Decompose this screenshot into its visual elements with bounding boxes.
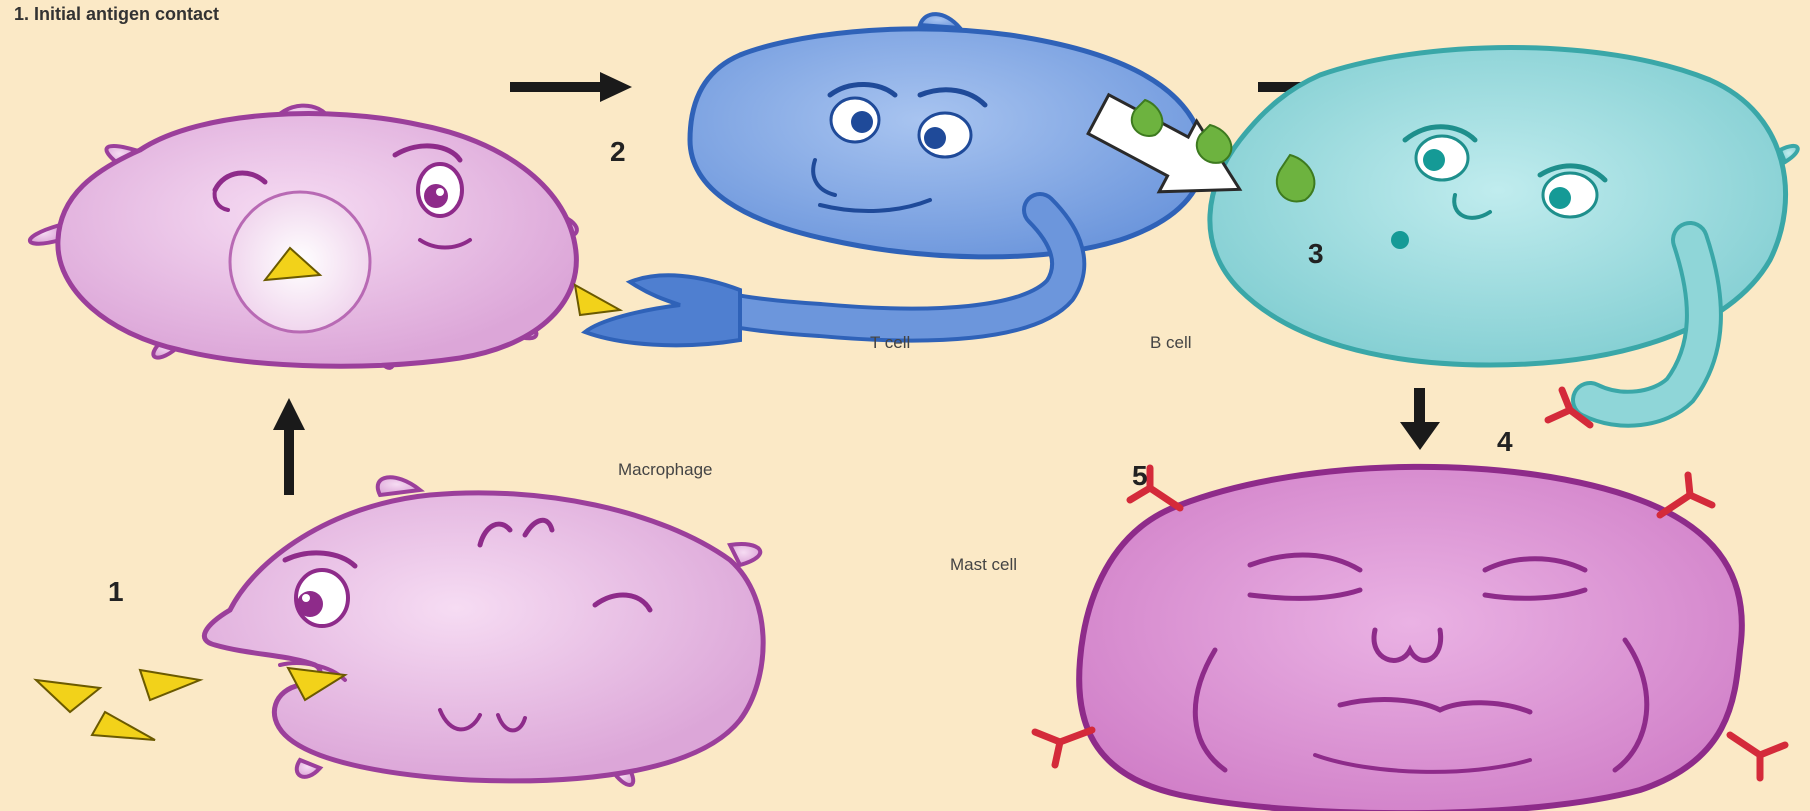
step-number-5: 5 — [1132, 460, 1148, 492]
b-cell — [1210, 48, 1798, 409]
macrophage-lower — [204, 477, 763, 785]
antigen-triangle — [36, 680, 100, 712]
step-number-4: 4 — [1497, 426, 1513, 458]
mast-cell — [1079, 467, 1742, 811]
step-number-1: 1 — [108, 576, 124, 608]
mast-cell-label: Mast cell — [950, 555, 1017, 575]
antigen-triangle — [92, 712, 155, 740]
arrow-down-to-mastcell — [1400, 388, 1440, 450]
arrow-up-to-macrophage — [273, 398, 305, 495]
antigen-triangle — [140, 670, 200, 700]
t-cell-label: T cell — [870, 333, 910, 353]
diagram-title: 1. Initial antigen contact — [14, 4, 219, 25]
step-number-3: 3 — [1308, 238, 1324, 270]
macrophage-label: Macrophage — [618, 460, 713, 480]
t-cell — [585, 14, 1203, 345]
arrow-macrophage-to-tcell — [510, 72, 632, 102]
macrophage-upper — [30, 106, 577, 368]
step-number-2: 2 — [610, 136, 626, 168]
antigen-triangle — [575, 285, 620, 315]
b-cell-label: B cell — [1150, 333, 1192, 353]
